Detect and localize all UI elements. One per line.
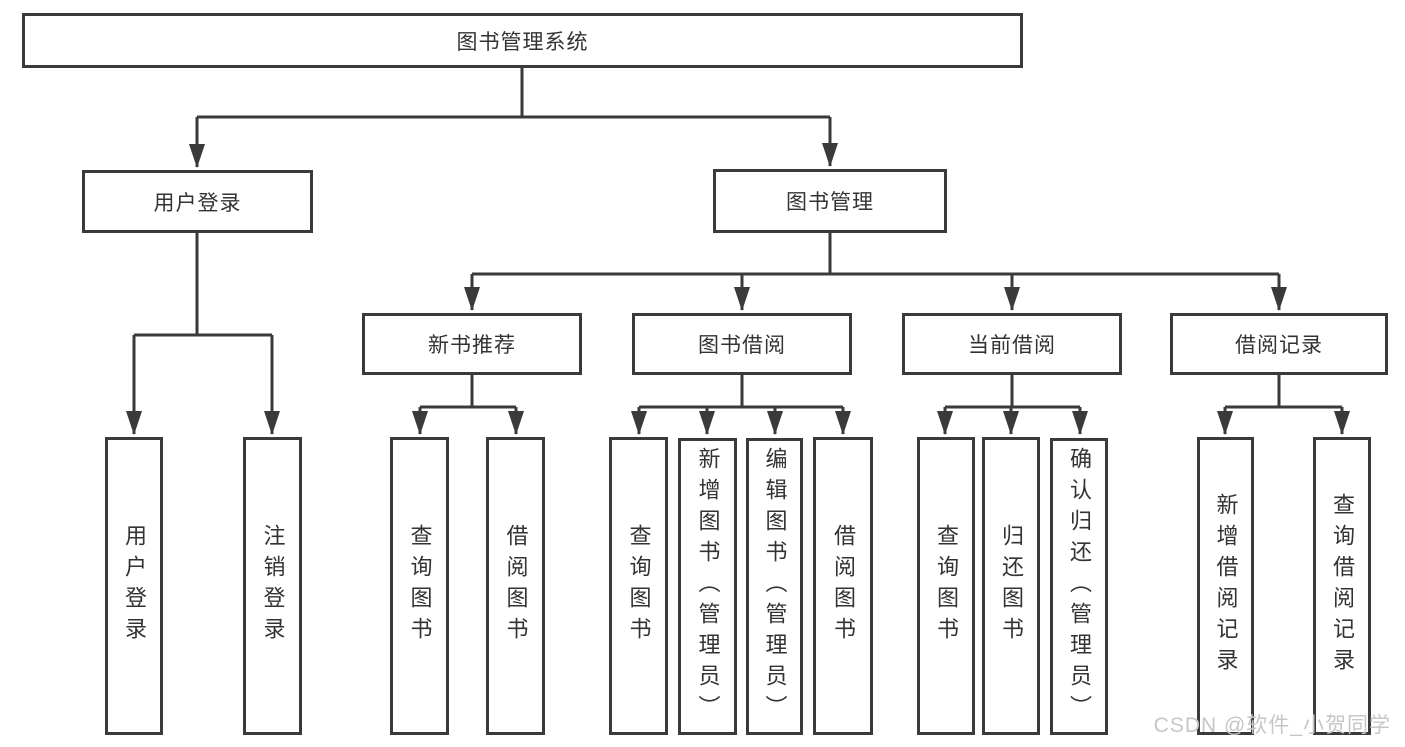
leaf-query-borrow-record: 查询借阅记录 [1313,437,1371,735]
leaf-logout: 注销登录 [243,437,302,735]
node-user-login: 用户登录 [82,170,313,233]
leaf-borrow-books: 借阅图书 [813,437,873,735]
leaf-borrow-books-recommend: 借阅图书 [486,437,545,735]
leaf-return-books: 归还图书 [982,437,1040,735]
leaf-user-login: 用户登录 [105,437,163,735]
node-book-management: 图书管理 [713,169,947,233]
leaf-add-borrow-record: 新增借阅记录 [1197,437,1254,735]
node-current-borrowing: 当前借阅 [902,313,1122,375]
leaf-confirm-return-admin: 确认归还（管理员） [1050,438,1108,735]
node-library-management-system: 图书管理系统 [22,13,1023,68]
node-book-borrowing: 图书借阅 [632,313,852,375]
leaf-query-books-borrowing: 查询图书 [609,437,668,735]
leaf-query-books-recommend: 查询图书 [390,437,449,735]
node-borrowing-records: 借阅记录 [1170,313,1388,375]
leaf-edit-books-admin: 编辑图书（管理员） [746,438,803,735]
node-new-book-recommendation: 新书推荐 [362,313,582,375]
watermark: CSDN @软件_小贺同学 [1153,714,1391,737]
leaf-add-books-admin: 新增图书（管理员） [678,438,737,735]
leaf-query-books-current: 查询图书 [917,437,975,735]
